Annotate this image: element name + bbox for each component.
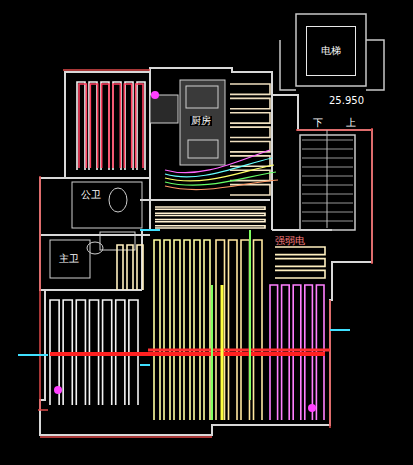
heating-loop bbox=[155, 207, 265, 209]
heating-loop bbox=[117, 245, 123, 290]
heating-loop bbox=[113, 84, 120, 168]
heating-loop bbox=[154, 240, 160, 420]
heating-loop bbox=[136, 84, 143, 168]
room-label: 厨房 bbox=[190, 116, 212, 126]
heating-loop bbox=[137, 245, 143, 290]
heating-loop bbox=[230, 142, 270, 152]
heating-loop bbox=[230, 170, 270, 180]
heating-loop bbox=[275, 259, 325, 267]
heating-loop bbox=[229, 240, 238, 420]
heating-loop bbox=[164, 240, 170, 420]
heating-loop bbox=[127, 245, 133, 290]
room-label: 公卫 bbox=[80, 190, 102, 200]
heating-loop bbox=[230, 84, 270, 94]
room-label: 主卫 bbox=[58, 254, 80, 264]
heating-loop bbox=[79, 84, 86, 168]
heating-loop bbox=[241, 240, 250, 420]
heating-loop bbox=[204, 240, 210, 420]
heating-loop bbox=[155, 213, 265, 215]
heating-loop bbox=[113, 82, 121, 170]
room-label: 下 bbox=[312, 118, 324, 128]
heating-loop bbox=[230, 127, 270, 137]
heating-loop bbox=[230, 113, 270, 123]
heating-loop bbox=[275, 270, 325, 278]
heating-loop bbox=[155, 226, 265, 228]
heating-loop bbox=[194, 240, 200, 420]
heating-loop bbox=[90, 84, 97, 168]
heating-loop bbox=[124, 84, 131, 168]
heating-loop bbox=[155, 220, 265, 222]
room-label: 上 bbox=[345, 118, 357, 128]
heating-loop bbox=[102, 84, 109, 168]
heating-loop bbox=[101, 82, 109, 170]
elevator-shaft: 电梯 bbox=[306, 26, 356, 76]
heating-loop bbox=[174, 240, 180, 420]
room-label: 强弱电 bbox=[274, 236, 306, 246]
heating-loop bbox=[89, 82, 97, 170]
heating-loop bbox=[216, 240, 225, 420]
heating-loop bbox=[230, 98, 270, 108]
heating-loop bbox=[184, 240, 190, 420]
heating-loop bbox=[125, 82, 133, 170]
heating-loop bbox=[275, 247, 325, 255]
room-name: 电梯 bbox=[321, 46, 341, 56]
heating-loop bbox=[254, 240, 263, 420]
elevation-mark: 25.950 bbox=[328, 96, 365, 106]
